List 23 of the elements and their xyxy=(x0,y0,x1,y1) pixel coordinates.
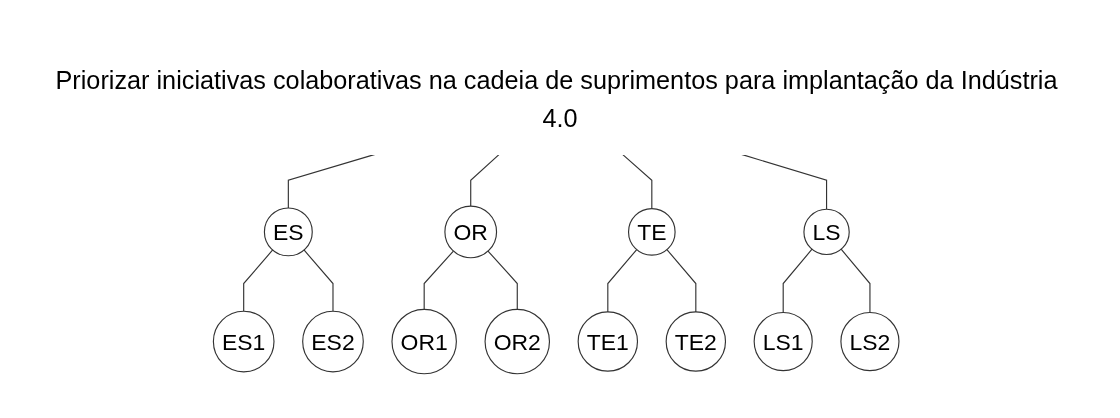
node-circle: OR2 xyxy=(484,308,551,375)
connector xyxy=(666,249,697,313)
connector xyxy=(243,249,274,312)
node-circle: LS2 xyxy=(840,311,900,372)
node-text: Priorizar iniciativas colaborativas na cadeia de suprimentos para implantação da Indústria 4.0 xyxy=(55,66,1058,133)
connector xyxy=(607,249,638,313)
node-circle: TE xyxy=(627,208,676,256)
node-circle: ES xyxy=(263,207,313,257)
connector xyxy=(423,250,454,310)
connector xyxy=(487,250,518,310)
connector xyxy=(621,153,653,210)
connector xyxy=(303,249,334,312)
node-circle: TE2 xyxy=(665,311,727,372)
node-circle: OR xyxy=(444,205,498,259)
connector xyxy=(782,248,813,314)
node-circle: LS xyxy=(803,208,850,256)
node-circle: ES1 xyxy=(212,310,275,373)
node-circle: ES2 xyxy=(302,310,364,373)
connector xyxy=(840,248,871,314)
connector xyxy=(470,153,500,207)
node-circle: LS1 xyxy=(753,311,813,372)
node-circle: OR1 xyxy=(391,308,457,375)
node-circle: TE1 xyxy=(577,311,639,372)
